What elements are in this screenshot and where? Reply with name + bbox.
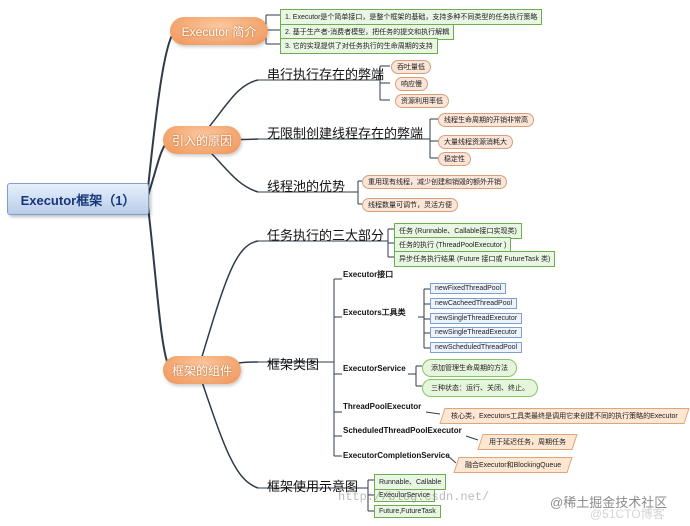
- usage-item-2: ExecutorService: [374, 489, 435, 502]
- thread-pool-executor-label: ThreadPoolExecutor: [343, 402, 422, 411]
- serial-item-1: 吞吐量低: [391, 60, 431, 74]
- executors-method-4: newSingleThreadExecutor: [430, 327, 523, 338]
- intro-item-3: 3. 它的实现提供了对任务执行的生命周期的支持: [280, 38, 438, 54]
- executors-utility-label: Executors工具类: [343, 308, 406, 317]
- root-label: Executor框架（1）: [20, 192, 136, 208]
- parts-item-3: 异步任务执行结果 (Future 接口或 FutureTask 类): [394, 251, 556, 267]
- branch-reason-node: 引入的原因: [163, 126, 241, 154]
- branch-reason-label: 引入的原因: [171, 133, 232, 148]
- pool-item-1: 重用现有线程，减少创建和销毁的额外开销: [362, 175, 507, 189]
- executors-method-5: newScheduledThreadPool: [430, 342, 523, 353]
- branch-components-label: 框架的组件: [171, 363, 232, 378]
- service-item-2: 三种状态：运行、关闭、终止。: [422, 379, 538, 397]
- serial-drawbacks-title: 串行执行存在的弊端: [267, 67, 385, 82]
- branch-components-node: 框架的组件: [163, 356, 241, 384]
- cto-watermark: @51CTO博客: [590, 507, 665, 521]
- branch-intro-label: Executor 简介: [181, 24, 257, 39]
- unlimited-item-3: 稳定性: [438, 152, 471, 166]
- executors-method-2: newCacheedThreadPool: [430, 298, 518, 309]
- executors-method-1: newFixedThreadPool: [430, 283, 507, 294]
- three-parts-title: 任务执行的三大部分: [267, 228, 385, 243]
- usage-diagram-title: 框架使用示意图: [267, 479, 359, 494]
- root-node: Executor框架（1）: [7, 183, 149, 215]
- executor-service-label: ExecutorService: [343, 364, 406, 373]
- serial-item-2: 响应慢: [395, 77, 428, 91]
- class-diagram-title: 框架类图: [267, 357, 320, 372]
- unlimited-item-1: 线程生命周期的开销非常高: [438, 113, 534, 127]
- completion-service-note: 融合Executor和BlockingQueue: [453, 457, 573, 473]
- thread-pool-executor-note-text: 核心类，Executors工具类最终是调用它来创建不同的执行策略的Executo…: [451, 413, 678, 420]
- pool-advantage-title: 线程池的优势: [267, 179, 346, 194]
- scheduled-executor-note: 用于延迟任务，周期任务: [477, 434, 578, 450]
- executor-interface-label: Executor接口: [343, 270, 394, 279]
- intro-item-1: 1. Executor是个简单接口，是整个框架的基础，支持多种不同类型的任务执行…: [280, 9, 543, 25]
- scheduled-executor-note-text: 用于延迟任务，周期任务: [489, 439, 566, 446]
- scheduled-executor-label: ScheduledThreadPoolExecutor: [343, 426, 462, 435]
- unlimited-item-2: 大量线程资源消耗大: [438, 135, 513, 149]
- completion-service-note-text: 融合Executor和BlockingQueue: [465, 462, 562, 469]
- branch-intro-node: Executor 简介: [170, 17, 268, 45]
- unlimited-drawbacks-title: 无限制创建线程存在的弊端: [267, 126, 424, 141]
- usage-item-1: Runnable、Callable: [374, 474, 447, 490]
- usage-item-3: Future,FutureTask: [374, 505, 441, 518]
- thread-pool-executor-note: 核心类，Executors工具类最终是调用它来创建不同的执行策略的Executo…: [439, 408, 690, 424]
- completion-service-label: ExecutorCompletionService: [343, 451, 450, 460]
- serial-item-3: 资源利用率低: [395, 94, 449, 108]
- pool-item-2: 线程数量可调节，灵活方便: [362, 198, 458, 212]
- juejin-watermark: @稀土掘金技术社区: [550, 495, 668, 510]
- csdn-watermark: http://blog.csdn.net/: [338, 490, 490, 504]
- service-item-1: 添加管理生命周期的方法: [422, 359, 517, 377]
- executors-method-3: newSingleThreadExecutor: [430, 313, 523, 324]
